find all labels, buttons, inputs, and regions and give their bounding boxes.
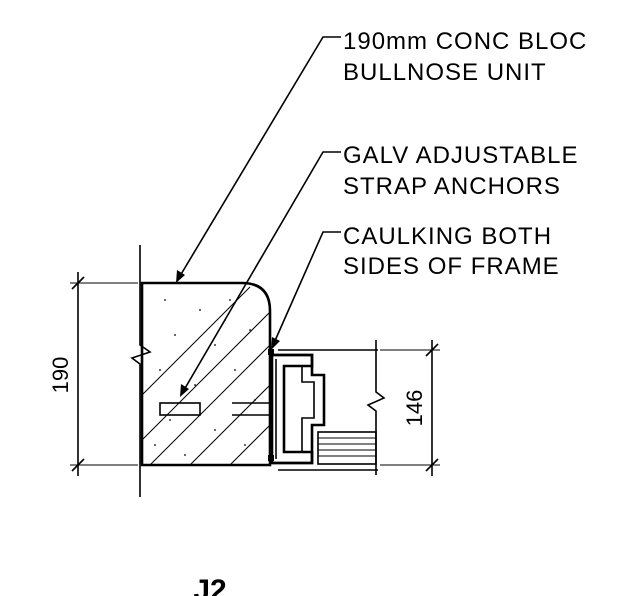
label-caulking-line1: CAULKING BOTH — [343, 223, 552, 250]
wall-break-line — [130, 245, 152, 497]
label-block-line1: 190mm CONC BLOC — [343, 28, 587, 55]
label-caulking-line2: SIDES OF FRAME — [343, 253, 560, 280]
label-block-line2: BULLNOSE UNIT — [343, 59, 547, 86]
leader-anchors — [180, 151, 341, 397]
block-hatch — [142, 286, 270, 465]
concrete-block — [140, 281, 272, 467]
strap-anchor — [159, 402, 270, 416]
label-anchors-line1: GALV ADJUSTABLE — [343, 142, 579, 169]
label-anchors-line2: STRAP ANCHORS — [343, 173, 561, 200]
dimension-190 — [70, 272, 138, 476]
leader-block — [176, 36, 341, 283]
door-leaf — [317, 431, 377, 465]
door-break-line — [366, 340, 386, 475]
leader-caulking — [271, 231, 341, 350]
dimension-146 — [380, 340, 440, 476]
dimension-190-text: 190 — [48, 357, 73, 394]
dimension-146-text: 146 — [402, 390, 427, 427]
detail-title: J2 — [193, 574, 226, 596]
door-frame — [270, 349, 378, 471]
